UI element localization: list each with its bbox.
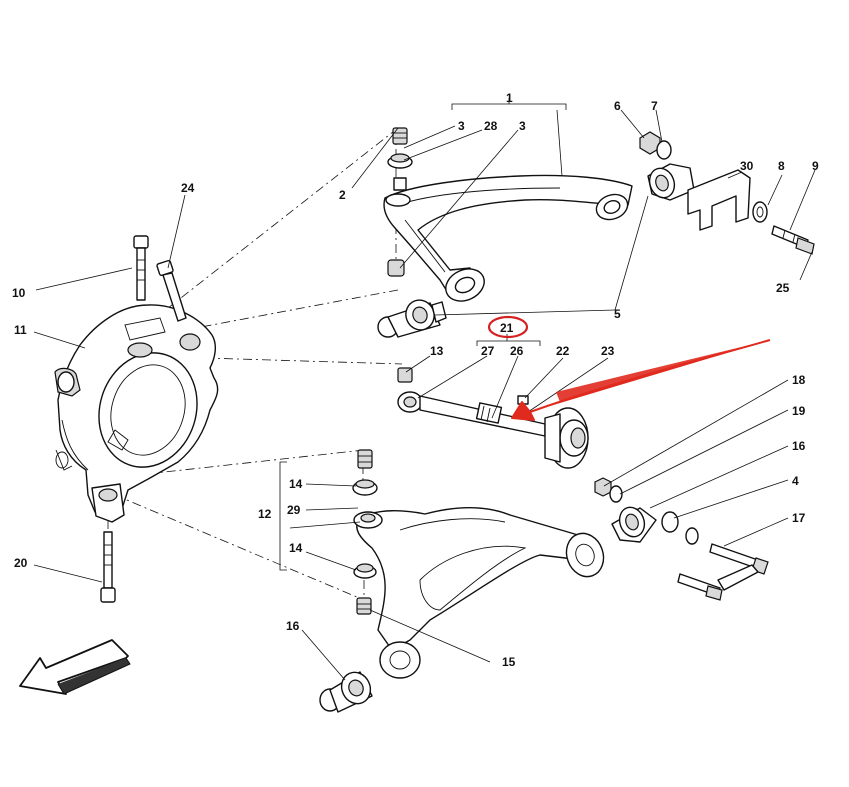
callout-4: 4 — [792, 474, 799, 488]
callout-3-second: 3 — [519, 119, 526, 133]
callout-27: 27 — [481, 344, 495, 358]
bolt-20 — [100, 531, 116, 603]
callout-15: 15 — [502, 655, 516, 669]
callout-3: 3 — [458, 119, 465, 133]
callout-28: 28 — [484, 119, 498, 133]
callout-19: 19 — [792, 404, 806, 418]
callout-9: 9 — [812, 159, 819, 173]
upper-control-arm — [383, 174, 633, 302]
callout-20: 20 — [14, 556, 28, 570]
callout-24: 24 — [181, 181, 195, 195]
callout-labels: 1 3 28 3 2 6 7 30 8 9 25 5 24 10 11 21 1… — [12, 91, 819, 669]
callout-18: 18 — [792, 373, 806, 387]
hub-carrier — [54, 304, 219, 523]
callout-11: 11 — [14, 323, 27, 337]
bushing-5 — [377, 299, 447, 338]
highlight-annotation — [487, 315, 771, 421]
callout-17: 17 — [792, 511, 806, 525]
callout-14: 14 — [289, 477, 303, 491]
toe-link — [397, 367, 589, 469]
callout-16: 16 — [792, 439, 806, 453]
callout-21-highlight-circle — [487, 315, 529, 339]
callout-26: 26 — [510, 344, 524, 358]
bushing-16-left — [319, 671, 373, 713]
bolt-10 — [133, 235, 149, 301]
callout-7: 7 — [651, 99, 658, 113]
callout-30: 30 — [740, 159, 754, 173]
leader-lines — [33, 98, 816, 681]
lower-joint-parts — [352, 449, 378, 615]
callout-12: 12 — [258, 507, 272, 521]
callout-23: 23 — [601, 344, 615, 358]
callout-25: 25 — [776, 281, 790, 295]
callout-14-second: 14 — [289, 541, 303, 555]
bolt-24 — [156, 259, 187, 322]
callout-5: 5 — [614, 307, 621, 321]
lower-right-fasteners — [594, 477, 769, 601]
callout-1: 1 — [506, 91, 513, 105]
callout-6: 6 — [614, 99, 621, 113]
callout-22: 22 — [556, 344, 570, 358]
callout-29: 29 — [287, 503, 301, 517]
lower-control-arm — [353, 507, 605, 679]
red-pointer-arrow — [511, 339, 771, 421]
callout-13: 13 — [430, 344, 444, 358]
callout-2: 2 — [339, 188, 346, 202]
upper-right-fasteners — [639, 131, 815, 255]
forward-direction-arrow-icon — [19, 639, 131, 695]
callout-16-second: 16 — [286, 619, 300, 633]
callout-8: 8 — [778, 159, 785, 173]
callout-21: 21 — [500, 321, 514, 335]
callout-10: 10 — [12, 286, 26, 300]
